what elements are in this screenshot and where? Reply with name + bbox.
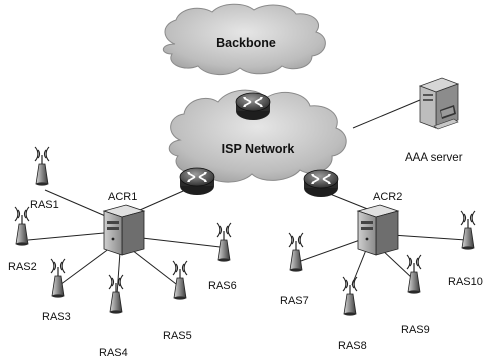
ras-antenna-icon — [50, 258, 66, 298]
link-acr2-ras9 — [379, 247, 413, 279]
link-acr1-ras2 — [27, 232, 105, 241]
ras-antenna-icon — [14, 206, 30, 246]
ras-antenna-icon — [216, 222, 232, 262]
ras-antenna-icon — [108, 274, 124, 314]
ras-antenna-icon — [342, 276, 358, 316]
link-acr1-ras4 — [116, 251, 121, 296]
isp-label: ISP Network — [222, 142, 295, 156]
ras-antenna-icon — [172, 260, 188, 300]
acr2-label: ACR2 — [373, 191, 402, 203]
server-computer-icon — [418, 77, 460, 130]
router-icon — [179, 167, 215, 195]
acr2-tower-icon — [356, 204, 400, 256]
ras-label: RAS5 — [163, 330, 192, 342]
link-acr1-ras6 — [141, 237, 221, 248]
router-icon — [235, 92, 271, 120]
router-icon — [303, 169, 339, 197]
aaa-server-label: AAA server — [405, 152, 463, 164]
backbone-label: Backbone — [216, 36, 276, 50]
acr1-tower-icon — [102, 204, 146, 256]
ras-label: RAS9 — [401, 324, 430, 336]
link-acr1-ras5 — [131, 249, 181, 288]
ras-label: RAS8 — [338, 340, 367, 352]
ras-label: RAS10 — [448, 276, 483, 288]
ras-label: RAS1 — [30, 199, 59, 211]
link-acr2-ras8 — [351, 249, 367, 286]
link-acr2-ras10 — [391, 234, 467, 241]
link-isp-server — [352, 99, 421, 129]
link-router-acr2 — [324, 191, 371, 211]
backbone-cloud: Backbone — [162, 3, 326, 75]
ras-label: RAS7 — [280, 295, 309, 307]
ras-antenna-icon — [288, 232, 304, 272]
isp-cloud: ISP Network — [168, 89, 347, 183]
link-acr2-ras7 — [297, 239, 361, 263]
ras-antenna-icon — [34, 146, 50, 186]
ras-label: RAS4 — [99, 347, 128, 359]
ras-antenna-icon — [406, 254, 422, 294]
links — [27, 99, 467, 296]
ras-label: RAS6 — [208, 280, 237, 292]
ras-antenna-icon — [460, 210, 476, 250]
ras-label: RAS2 — [8, 261, 37, 273]
link-acr1-ras3 — [59, 247, 111, 286]
link-router-acr1 — [139, 187, 191, 211]
ras-label: RAS3 — [42, 311, 71, 323]
acr1-label: ACR1 — [108, 191, 137, 203]
link-acr1-ras1 — [44, 189, 111, 219]
